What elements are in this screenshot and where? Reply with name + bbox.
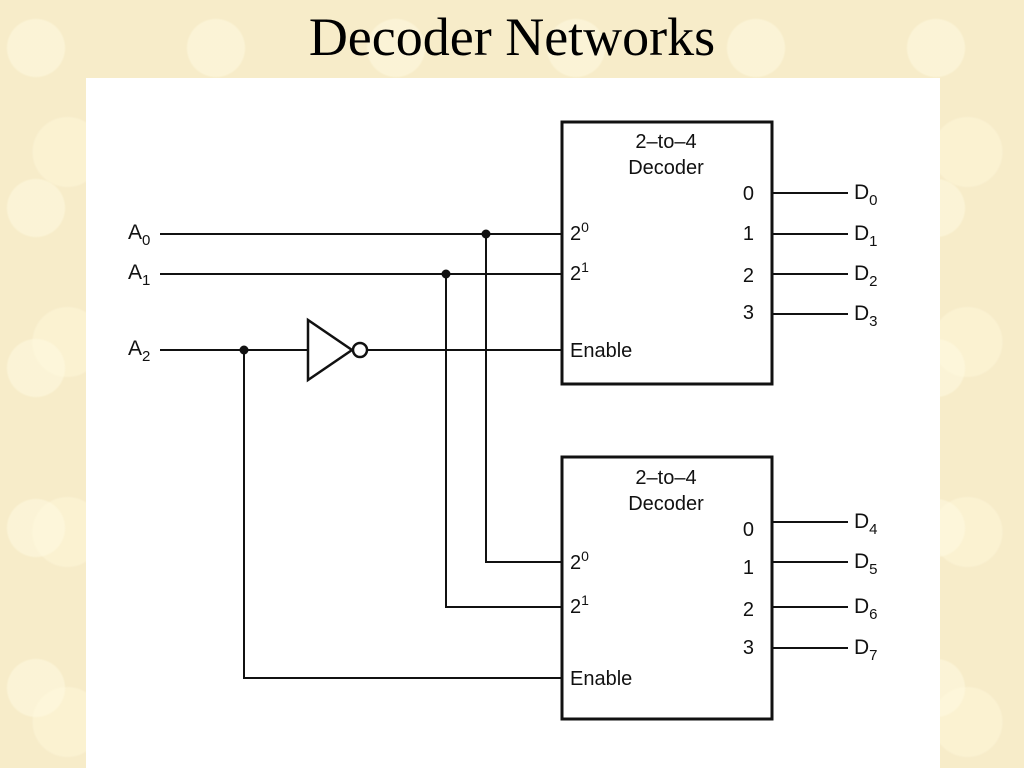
output-label-d1: D1	[854, 222, 878, 250]
decoder-bottom-title-line2: Decoder	[628, 493, 704, 515]
decoder-top-box	[560, 120, 774, 386]
wire-a0-branch	[485, 234, 562, 563]
output-label-d3: D3	[854, 302, 878, 330]
decoder-top-input-2-1: 21	[570, 259, 589, 285]
decoder-bottom-output-1: 1	[743, 557, 754, 579]
junction-a1	[441, 269, 451, 279]
decoder-bottom-output-2: 2	[743, 599, 754, 621]
decoder-top-output-0: 0	[743, 183, 754, 205]
output-label-d4: D4	[854, 510, 878, 538]
inverter-gate	[306, 317, 355, 383]
wire-a1-branch	[445, 274, 562, 608]
output-label-d6: D6	[854, 595, 878, 623]
decoder-bottom-input-2-0: 20	[570, 548, 589, 574]
junction-a2	[239, 345, 249, 355]
slide-title: Decoder Networks	[308, 7, 716, 67]
decoder-bottom-output-3: 3	[743, 637, 754, 659]
inverter-bubble	[351, 341, 369, 359]
wire-a2-branch	[243, 350, 562, 679]
diagram-panel: A0 A1 A2 2–to–4 Decoder 20 21 Enable 0 1…	[86, 78, 940, 768]
decoder-top-output-2: 2	[743, 265, 754, 287]
output-label-d2: D2	[854, 262, 878, 290]
input-label-a2: A2	[128, 337, 150, 365]
decoder-top-input-2-0: 20	[570, 219, 589, 245]
decoder-bottom-enable: Enable	[570, 668, 632, 690]
decoder-network-diagram: A0 A1 A2 2–to–4 Decoder 20 21 Enable 0 1…	[128, 120, 878, 721]
input-label-a1: A1	[128, 261, 150, 289]
decoder-top-title-line1: 2–to–4	[635, 131, 696, 153]
input-label-a0: A0	[128, 221, 150, 249]
output-label-d5: D5	[854, 550, 878, 578]
decoder-top-output-3: 3	[743, 302, 754, 324]
output-label-d7: D7	[854, 636, 878, 664]
decoder-bottom-title-line1: 2–to–4	[635, 467, 696, 489]
decoder-bottom-input-2-1: 21	[570, 592, 589, 618]
decoder-top-title-line2: Decoder	[628, 157, 704, 179]
decoder-top-enable: Enable	[570, 340, 632, 362]
decoder-bottom-box	[560, 455, 774, 721]
output-label-d0: D0	[854, 181, 878, 209]
decoder-top-output-1: 1	[743, 223, 754, 245]
junction-a0	[481, 229, 491, 239]
decoder-bottom-output-0: 0	[743, 519, 754, 541]
